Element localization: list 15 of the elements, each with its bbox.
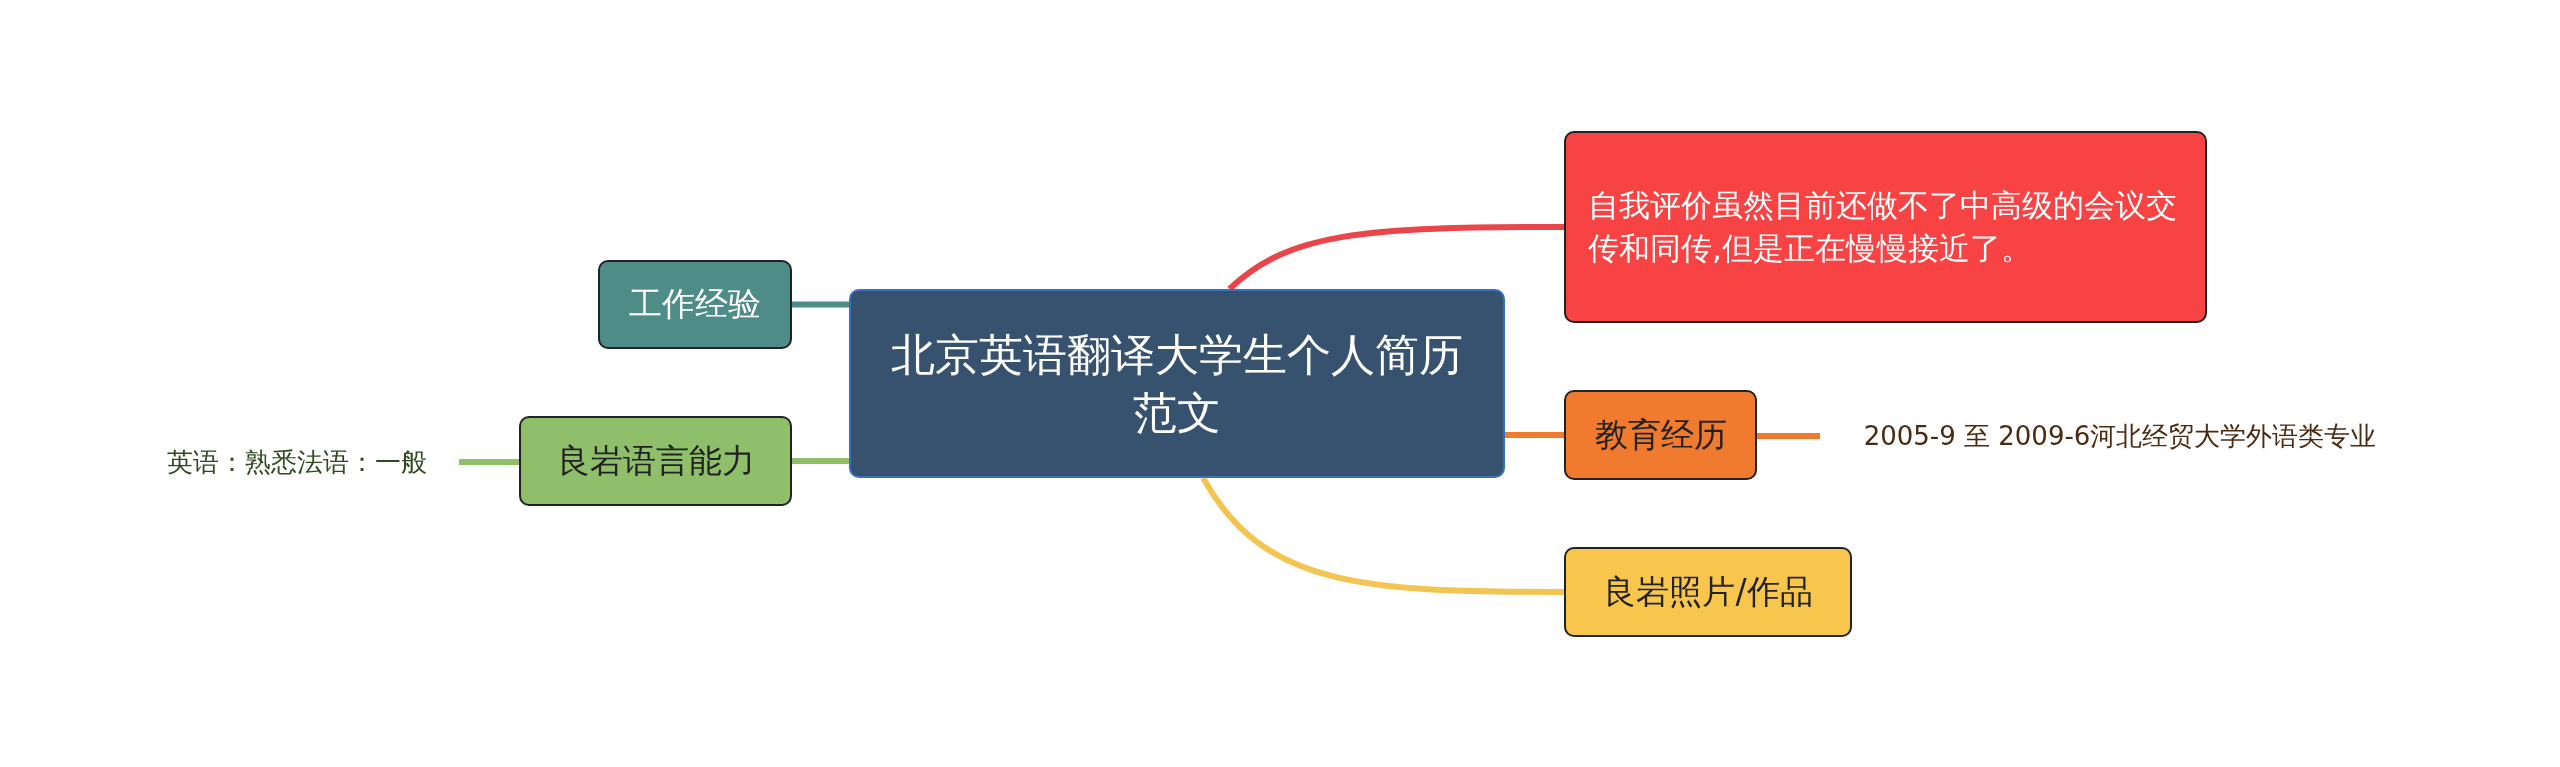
connector-line	[1505, 432, 1564, 438]
leaf-text: 2005-9 至 2009-6河北经贸大学外语类专业	[1863, 419, 2377, 453]
central-topic-box: 北京英语翻译大学生个人简历范文	[849, 289, 1505, 478]
connector-line	[792, 301, 849, 308]
topic-box: 良岩照片/作品	[1564, 547, 1852, 637]
connector-line	[1227, 224, 1564, 292]
connector-line	[792, 458, 849, 464]
connector-line	[1200, 476, 1564, 595]
topic-box: 教育经历	[1564, 390, 1757, 480]
leaf-text: 英语：熟悉法语：一般	[166, 445, 427, 479]
topic-box: 工作经验	[598, 260, 792, 349]
connector-line	[1757, 433, 1820, 439]
connector-line	[459, 459, 519, 465]
topic-box: 自我评价虽然目前还做不了中高级的会议交传和同传,但是正在慢慢接近了。	[1564, 131, 2207, 323]
topic-box: 良岩语言能力	[519, 416, 792, 506]
